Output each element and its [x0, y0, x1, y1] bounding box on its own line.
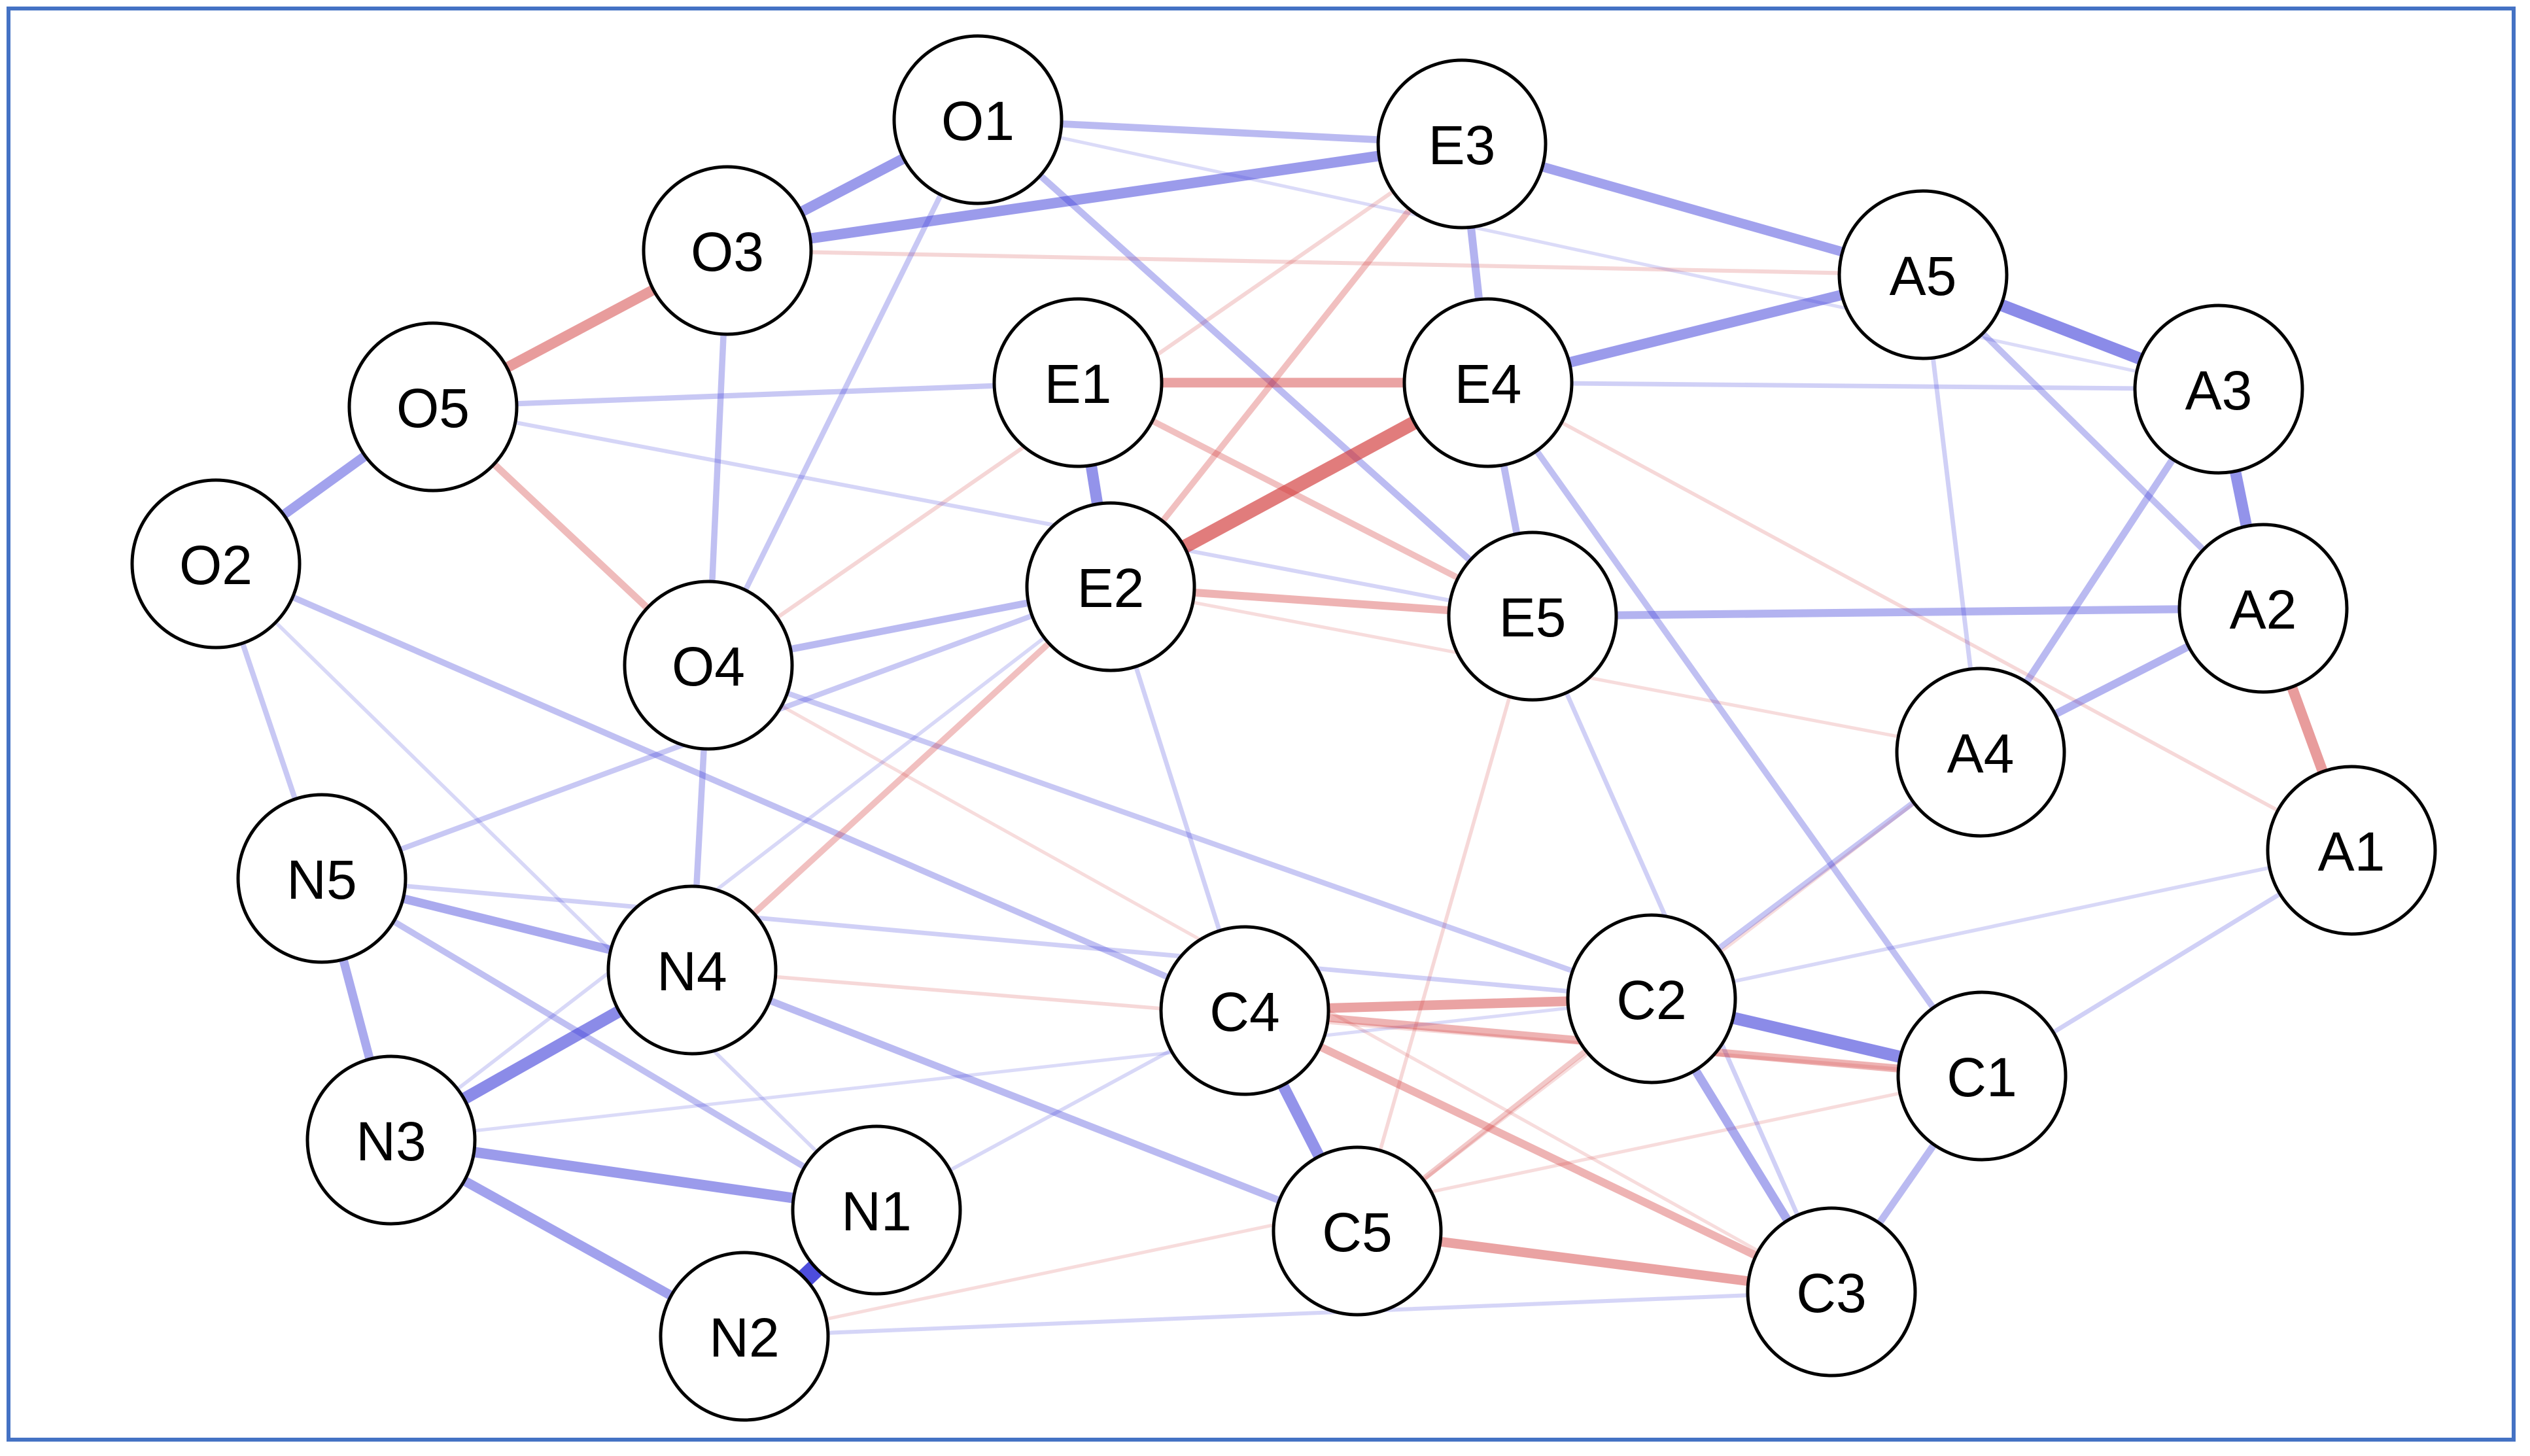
edge-N3-E2 — [389, 585, 1113, 1142]
node-O5[interactable]: O5 — [347, 321, 519, 493]
svg-text:N3: N3 — [356, 1111, 426, 1172]
svg-text:C2: C2 — [1616, 969, 1686, 1031]
node-E1[interactable]: E1 — [992, 297, 1164, 468]
node-O4[interactable]: O4 — [623, 580, 794, 751]
node-C5[interactable]: C5 — [1272, 1145, 1443, 1317]
edge-C2-A1 — [1650, 848, 2353, 1001]
node-E4[interactable]: E4 — [1402, 297, 1574, 468]
svg-text:N4: N4 — [657, 941, 727, 1002]
edge-N4-C1 — [690, 968, 1984, 1078]
edge-O3-A5 — [725, 248, 1926, 277]
edge-E4-A1 — [1486, 381, 2353, 852]
edge-E3-E2 — [1107, 141, 1465, 590]
edge-O2-N1 — [214, 562, 878, 1212]
svg-text:N2: N2 — [709, 1307, 779, 1368]
svg-text:E5: E5 — [1499, 587, 1567, 648]
edge-N4-E2 — [689, 583, 1114, 973]
svg-text:O2: O2 — [179, 534, 252, 596]
edge-C4-C3 — [1240, 1006, 1836, 1296]
node-A3[interactable]: A3 — [2133, 303, 2304, 475]
network-nodes: O1 O3 O5 O2 O4 E3 E1 E4 E2 E5 A5 A3 A2 A… — [130, 34, 2437, 1422]
edge-E4-C1 — [1485, 379, 1985, 1079]
edge-N5-C2 — [319, 876, 1654, 1001]
node-C3[interactable]: C3 — [1746, 1206, 1917, 1378]
svg-text:E1: E1 — [1045, 353, 1112, 415]
svg-text:A4: A4 — [1947, 723, 2015, 784]
svg-text:C4: C4 — [1209, 981, 1279, 1043]
svg-text:O4: O4 — [672, 636, 745, 697]
node-C4[interactable]: C4 — [1159, 925, 1330, 1096]
node-C1[interactable]: C1 — [1896, 990, 2068, 1162]
svg-text:O3: O3 — [691, 221, 764, 283]
node-N4[interactable]: N4 — [606, 884, 778, 1056]
node-N3[interactable]: N3 — [305, 1054, 477, 1226]
svg-text:N5: N5 — [286, 849, 356, 910]
node-N1[interactable]: N1 — [791, 1124, 962, 1296]
svg-text:O5: O5 — [396, 377, 470, 439]
node-A5[interactable]: A5 — [1837, 189, 2009, 360]
edge-E5-C5 — [1355, 614, 1534, 1233]
edge-N2-C3 — [742, 1289, 1834, 1339]
svg-text:E3: E3 — [1429, 114, 1496, 176]
svg-text:E4: E4 — [1455, 353, 1522, 415]
edge-O5-E5 — [430, 404, 1535, 619]
svg-text:A2: A2 — [2230, 579, 2297, 640]
edge-O4-C2 — [705, 662, 1655, 1002]
edge-O3-E3 — [722, 139, 1467, 256]
edge-O5-E1 — [430, 379, 1081, 410]
svg-text:A1: A1 — [2318, 821, 2385, 882]
edge-A3-E4 — [1485, 380, 2221, 392]
node-A1[interactable]: A1 — [2266, 765, 2437, 936]
edge-N5-N1 — [319, 875, 880, 1213]
node-O1[interactable]: O1 — [892, 34, 1064, 205]
node-C2[interactable]: C2 — [1566, 913, 1737, 1084]
node-A2[interactable]: A2 — [2177, 523, 2349, 694]
svg-text:N1: N1 — [841, 1181, 911, 1242]
node-E3[interactable]: E3 — [1376, 58, 1548, 230]
edge-O2-C4 — [213, 561, 1248, 1014]
edge-N4-C5 — [688, 966, 1361, 1235]
node-N2[interactable]: N2 — [659, 1251, 830, 1422]
svg-text:A5: A5 — [1890, 245, 1957, 307]
node-N5[interactable]: N5 — [236, 793, 407, 964]
svg-text:A3: A3 — [2185, 360, 2253, 421]
svg-text:E2: E2 — [1077, 557, 1145, 619]
edge-E5-A2 — [1528, 604, 2268, 621]
edge-O1-O4 — [705, 116, 981, 668]
svg-text:C5: C5 — [1322, 1202, 1392, 1263]
svg-text:C3: C3 — [1796, 1262, 1866, 1324]
svg-text:C1: C1 — [1947, 1047, 2017, 1108]
edge-N3-C2 — [389, 997, 1654, 1142]
svg-text:O1: O1 — [941, 90, 1014, 152]
node-E2[interactable]: E2 — [1025, 501, 1196, 672]
node-O2[interactable]: O2 — [130, 478, 302, 650]
edge-O1-A3 — [976, 118, 2221, 391]
node-E5[interactable]: E5 — [1447, 530, 1618, 702]
node-O3[interactable]: O3 — [642, 165, 813, 336]
node-A4[interactable]: A4 — [1895, 667, 2066, 838]
